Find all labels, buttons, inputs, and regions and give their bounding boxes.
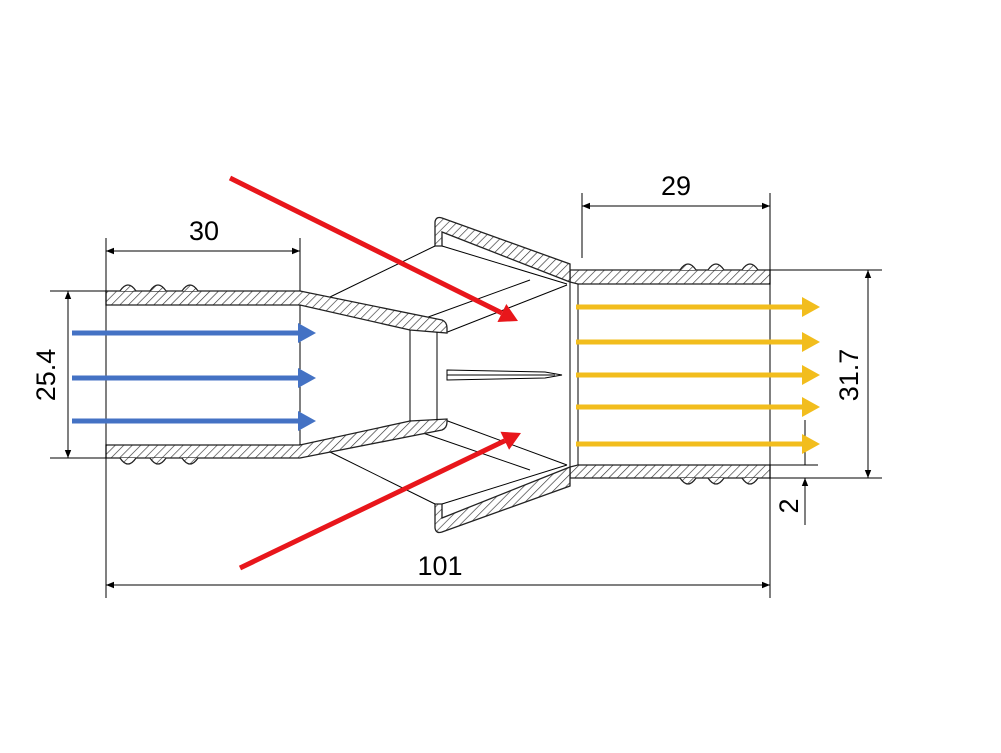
side-intake-arrow (238, 431, 521, 571)
dim-2-label: 2 (774, 498, 804, 513)
dim-29-label: 29 (661, 171, 691, 201)
outlet-ribs (679, 263, 759, 485)
dim-25-4-label: 25.4 (31, 349, 61, 402)
side-intake-arrow (228, 175, 518, 322)
dim-101-label: 101 (417, 551, 462, 581)
dimension-lines (50, 193, 882, 598)
inlet-flow-arrow (72, 411, 316, 431)
inlet-flow-arrow (72, 368, 316, 388)
inlet-ribs (119, 284, 199, 465)
flow-arrows (72, 175, 820, 571)
inlet-flow-arrow (72, 323, 316, 343)
nozzle-needle (446, 369, 563, 381)
dim-31-7-label: 31.7 (834, 349, 864, 402)
outlet-flow-arrow (576, 397, 820, 417)
outlet-flow-arrow (576, 365, 820, 385)
outlet-flow-arrow (576, 434, 820, 454)
dim-30-label: 30 (189, 216, 219, 246)
dimension-labels: 30 29 101 25.4 31.7 2 (31, 171, 864, 581)
outlet-flow-arrow (576, 332, 820, 352)
outlet-flow-arrow (576, 297, 820, 317)
inlet-tube (105, 284, 448, 465)
